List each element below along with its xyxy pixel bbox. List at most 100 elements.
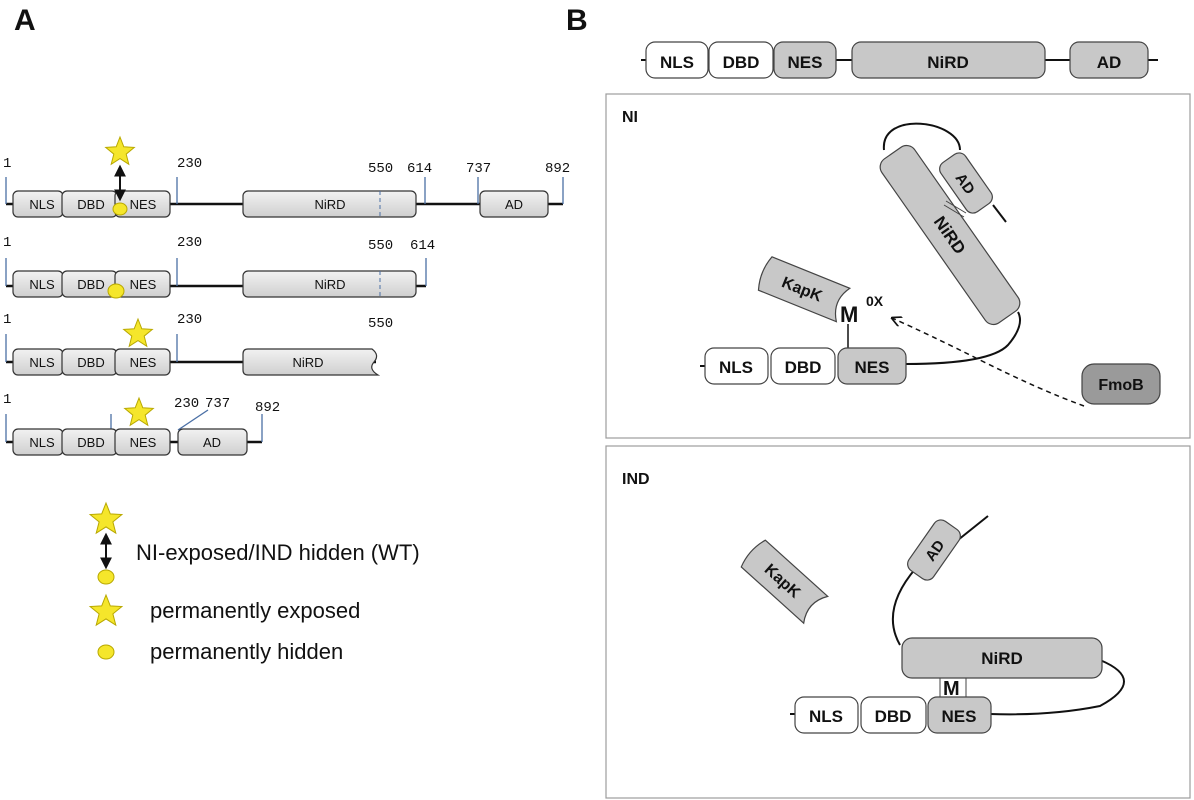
domain-label: NiRD	[927, 53, 969, 72]
domain-dbd	[770, 347, 836, 385]
domain-label: NiRD	[292, 355, 323, 370]
legend: NI-exposed/IND hidden (WT) permanently e…	[88, 501, 420, 664]
circle-icon	[107, 283, 125, 299]
domain-label: NiRD	[981, 649, 1023, 668]
linker-line	[989, 659, 1125, 716]
domain-ad	[1069, 41, 1149, 79]
ni-title: NI	[622, 109, 638, 126]
circle-icon	[97, 569, 115, 585]
position-label: 614	[410, 238, 435, 254]
construct-2: NLS DBD NES NiRD 1 230 550 614	[3, 235, 435, 299]
domain-label: NLS	[29, 355, 55, 370]
star-icon	[122, 317, 154, 348]
domain-label: NLS	[29, 197, 55, 212]
domain-label: NLS	[719, 358, 753, 377]
domain-nls	[704, 347, 769, 385]
domain-nes	[773, 41, 837, 79]
ni-panel: NI NiRD AD KapK	[605, 93, 1191, 439]
position-label: 550	[368, 161, 393, 177]
domain-ad	[177, 428, 248, 456]
legend-text: permanently exposed	[150, 598, 360, 623]
legend-text: NI-exposed/IND hidden (WT)	[136, 540, 420, 565]
domain-ad	[479, 190, 549, 218]
domain-ad	[939, 152, 993, 214]
position-label: 1	[3, 312, 11, 328]
panel-a-label: A	[14, 4, 36, 37]
star-icon	[88, 593, 124, 627]
met-label: M	[943, 678, 960, 700]
legend-text: permanently hidden	[150, 639, 343, 664]
domain-label: AD	[1097, 53, 1122, 72]
linker-line	[992, 204, 1007, 223]
fmob-box	[1081, 363, 1161, 405]
met-label: M	[840, 302, 858, 327]
domain-label: NLS	[809, 707, 843, 726]
domain-label: DBD	[77, 277, 104, 292]
domain-nes	[114, 428, 171, 456]
position-label: 892	[255, 400, 280, 416]
position-label: 230	[177, 235, 202, 251]
domain-nird	[901, 637, 1103, 679]
domain-nird-truncated	[242, 348, 381, 376]
domain-label: AD	[505, 197, 523, 212]
domain-nes	[114, 190, 171, 218]
position-label: 1	[3, 235, 11, 251]
legend-item-wt: NI-exposed/IND hidden (WT)	[88, 501, 420, 585]
construct-3: NLS DBD NES NiRD 1 230 550	[3, 312, 393, 376]
top-architecture: NLS DBD NES NiRD AD	[641, 41, 1158, 79]
kapk-shape	[757, 256, 852, 323]
construct-1: NLS DBD NES NiRD AD 1 230 550 614 737 89…	[3, 135, 570, 218]
position-label: 1	[3, 392, 11, 408]
domain-label: NES	[130, 435, 157, 450]
star-icon	[88, 501, 124, 535]
interaction-mark	[943, 204, 965, 218]
ind-panel: IND AD KapK NiRD M	[605, 445, 1191, 799]
position-label: 614	[407, 161, 432, 177]
linker-line	[882, 122, 961, 151]
panel-b: B NLS DBD NES NiRD AD NI Ni	[566, 4, 1191, 799]
domain-nls	[645, 41, 709, 79]
domain-label: NES	[942, 707, 977, 726]
domain-dbd	[860, 696, 927, 734]
position-label: 737	[205, 396, 230, 412]
star-icon	[104, 135, 136, 166]
met-superscript: 0X	[866, 293, 884, 309]
circle-icon	[97, 644, 115, 660]
construct-4: NLS DBD NES AD 1 230 737 892	[3, 392, 280, 456]
domain-nls	[794, 696, 859, 734]
domain-label: NLS	[29, 277, 55, 292]
domain-label: NLS	[29, 435, 55, 450]
domain-nes	[114, 348, 171, 376]
domain-label: DBD	[77, 435, 104, 450]
ind-title: IND	[622, 471, 650, 488]
position-label: 550	[368, 316, 393, 332]
panel-a: A NLS DBD NES NiRD AD 1 230 550 614 737	[3, 4, 570, 664]
domain-label: DBD	[77, 197, 104, 212]
domain-label: DBD	[77, 355, 104, 370]
domain-nird	[242, 270, 417, 298]
position-label: 892	[545, 161, 570, 177]
domain-label: NES	[855, 358, 890, 377]
domain-label: NES	[130, 197, 157, 212]
linker-line	[957, 515, 989, 541]
position-label: 737	[466, 161, 491, 177]
domain-label: NLS	[660, 53, 694, 72]
fmob-label: FmoB	[1098, 377, 1143, 394]
circle-icon	[112, 202, 128, 216]
star-icon	[123, 396, 155, 427]
domain-nes	[837, 347, 907, 385]
legend-item-exposed: permanently exposed	[88, 593, 360, 627]
position-label: 550	[368, 238, 393, 254]
position-label: 1	[3, 156, 11, 172]
domain-label: NiRD	[314, 197, 345, 212]
domain-label: DBD	[785, 358, 822, 377]
domain-nird	[851, 41, 1046, 79]
interaction-mark	[945, 200, 967, 214]
kapk-shape	[740, 539, 830, 625]
domain-label: AD	[203, 435, 221, 450]
domain-dbd	[708, 41, 774, 79]
domain-label: NES	[788, 53, 823, 72]
domain-label: DBD	[723, 53, 760, 72]
linker-line	[891, 567, 917, 646]
